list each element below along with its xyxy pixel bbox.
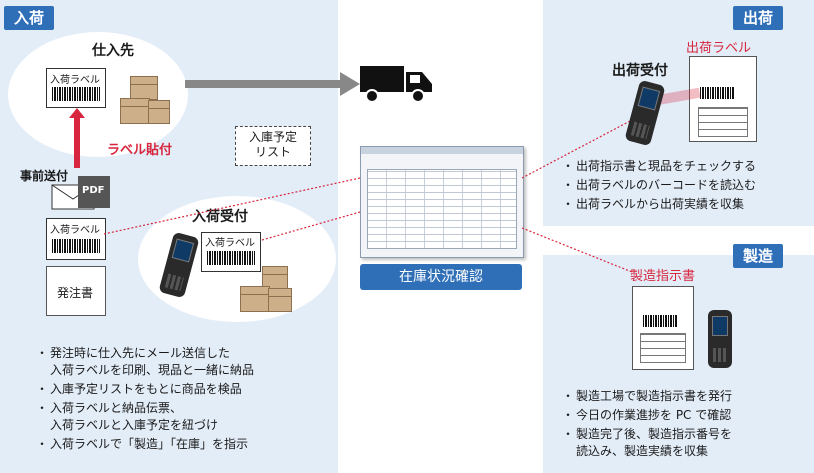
shukka-bullet-1: 出荷指示書と現品をチェックする xyxy=(562,158,802,175)
shukka-bullet-3: 出荷ラベルから出荷実績を収集 xyxy=(562,196,802,213)
seizo-shijisho-title: 製造指示書 xyxy=(630,269,696,284)
supplier-label-card: 入荷ラベル xyxy=(46,68,106,108)
shukka-label-title: 出荷ラベル xyxy=(686,41,752,56)
hacchusho-label: 発注書 xyxy=(57,286,94,300)
shukka-bullet-2: 出荷ラベルのバーコードを読込む xyxy=(562,177,802,194)
section-tag-shukka: 出荷 xyxy=(733,6,784,30)
received-box-icon xyxy=(268,288,292,312)
manufacturing-doc-icon xyxy=(632,286,694,370)
nyuka-label-card-2-text: 入荷ラベル xyxy=(50,225,100,236)
pdf-doc: PDF xyxy=(78,176,110,208)
inventory-screen xyxy=(360,146,524,258)
barcode-icon xyxy=(700,87,734,99)
seizo-bullet-3: 製造完了後、製造指示番号を 読込み、製造実績を収集 xyxy=(562,426,802,460)
barcode-icon xyxy=(643,315,677,327)
label-haritsuke-text: ラベル貼付 xyxy=(107,143,173,158)
nyuka-bullet-2: 入庫予定リストをもとに商品を検品 xyxy=(36,381,336,398)
nyuka-label-card-2: 入荷ラベル xyxy=(46,218,106,260)
nyuka-uketsuke-label: 入荷受付 xyxy=(192,209,248,225)
nyuko-yotei-box: 入庫予定 リスト xyxy=(235,126,311,166)
seizo-bullet-2: 今日の作業進捗を PC で確認 xyxy=(562,407,802,424)
supplier-label: 仕入先 xyxy=(92,43,134,59)
red-arrow-icon xyxy=(69,108,85,168)
supplier-label-card-text: 入荷ラベル xyxy=(50,75,100,86)
shipping-doc-icon xyxy=(689,56,757,142)
manufacturing-scanner-icon xyxy=(708,310,732,368)
shukka-bullet-list: 出荷指示書と現品をチェックする 出荷ラベルのバーコードを読込む 出荷ラベルから出… xyxy=(562,158,802,215)
truck-icon xyxy=(360,66,432,103)
jizen-soufu-label: 事前送付 xyxy=(20,169,69,183)
hacchusho-doc: 発注書 xyxy=(46,266,106,316)
nyuka-bullet-list: 発注時に仕入先にメール送信した 入荷ラベルを印刷、現品と一緒に納品 入庫予定リス… xyxy=(36,345,336,455)
section-tag-seizo: 製造 xyxy=(733,244,784,268)
shukka-uketsuke-label: 出荷受付 xyxy=(612,63,668,79)
nyuka-bullet-1: 発注時に仕入先にメール送信した 入荷ラベルを印刷、現品と一緒に納品 xyxy=(36,345,336,379)
pdf-label: PDF xyxy=(82,185,105,196)
nyuko-yotei-label: 入庫予定 リスト xyxy=(248,130,297,159)
barcode-icon xyxy=(52,239,100,253)
seizo-bullet-list: 製造工場で製造指示書を発行 今日の作業進捗を PC で確認 製造完了後、製造指示… xyxy=(562,388,802,462)
seizo-bullet-1: 製造工場で製造指示書を発行 xyxy=(562,388,802,405)
supplier-box-icon xyxy=(148,100,170,124)
nyuka-bullet-3: 入荷ラベルと納品伝票、 入荷ラベルと入庫予定を紐づけ xyxy=(36,400,336,434)
section-tag-nyuka: 入荷 xyxy=(4,6,55,30)
gray-arrow-icon xyxy=(185,72,360,96)
nyuka-label-card-3-text: 入荷ラベル xyxy=(205,238,255,249)
zaiko-joukyou-button[interactable]: 在庫状況確認 xyxy=(360,264,522,290)
nyuka-bullet-4: 入荷ラベルで「製造」「在庫」を指示 xyxy=(36,436,336,453)
barcode-icon xyxy=(52,87,100,101)
barcode-icon xyxy=(207,251,255,265)
nyuka-label-card-3: 入荷ラベル xyxy=(201,232,261,272)
